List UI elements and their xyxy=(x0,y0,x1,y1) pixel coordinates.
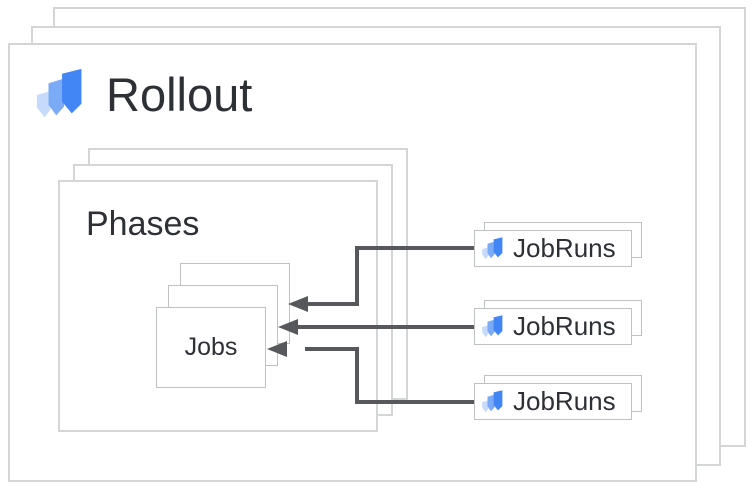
jobrun-label: JobRuns xyxy=(513,233,616,263)
jobrun-icon xyxy=(480,313,509,341)
phases-label: Phases xyxy=(86,205,200,243)
jobrun-icon xyxy=(480,388,509,416)
rollout-header: Rollout xyxy=(32,64,252,126)
jobrun-1-card-front: JobRuns xyxy=(474,230,632,267)
cloud-deploy-icon xyxy=(32,64,96,126)
jobrun-label: JobRuns xyxy=(513,386,616,416)
rollout-title: Rollout xyxy=(106,68,253,121)
jobrun-3-card-front: JobRuns xyxy=(474,383,632,420)
jobrun-label: JobRuns xyxy=(513,311,616,341)
jobs-label: Jobs xyxy=(184,333,238,361)
jobs-card-front: Jobs xyxy=(156,307,266,388)
jobrun-icon xyxy=(480,235,509,263)
jobrun-2-card-front: JobRuns xyxy=(474,308,632,345)
